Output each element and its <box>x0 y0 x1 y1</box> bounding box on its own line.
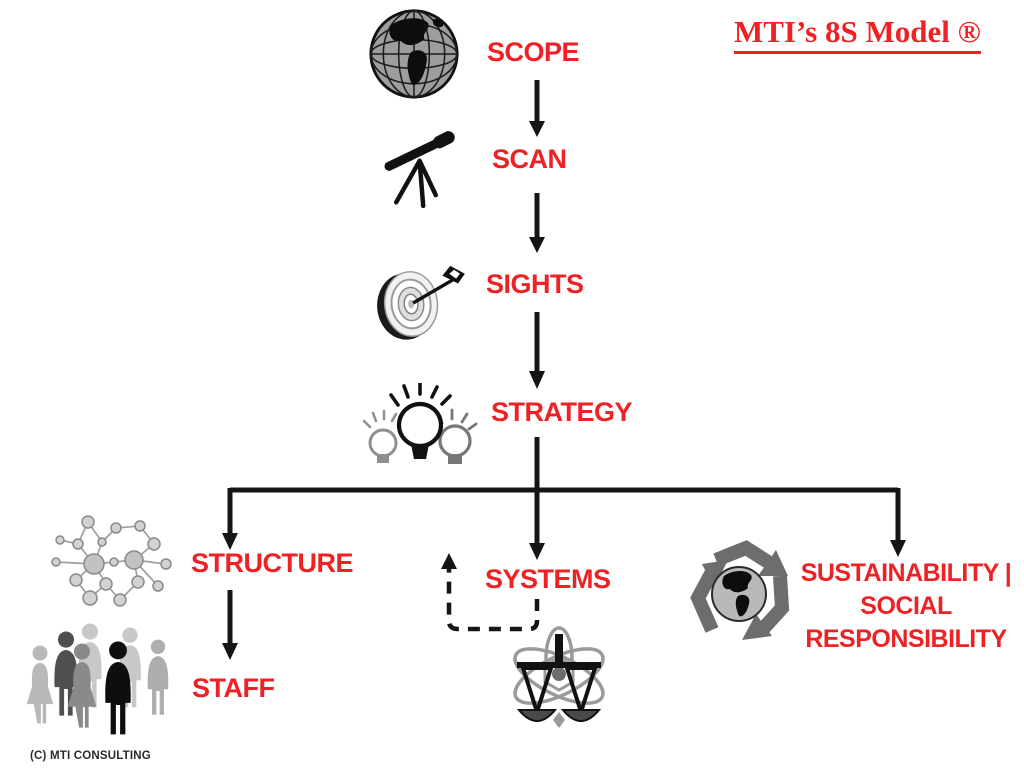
label-sustainability: SUSTAINABILITY | SOCIAL RESPONSIBILITY <box>800 559 1012 653</box>
label-strategy: STRATEGY <box>491 397 633 427</box>
people-icon <box>26 623 169 735</box>
feedback-dashed-loop <box>446 568 540 632</box>
recycle-globe-icon <box>690 540 790 640</box>
page-title: MTI’s 8S Model ® <box>734 14 981 54</box>
label-staff: STAFF <box>192 673 275 703</box>
label-scan: SCAN <box>492 144 567 174</box>
network-icon <box>51 515 172 607</box>
lightbulbs-icon <box>362 383 478 464</box>
target-icon <box>377 265 465 340</box>
globe-icon <box>369 9 459 99</box>
label-systems: SYSTEMS <box>485 564 611 594</box>
scales-atom-icon <box>513 626 605 728</box>
telescope-icon <box>384 131 455 208</box>
label-scope: SCOPE <box>487 37 580 67</box>
copyright-text: (C) MTI CONSULTING <box>30 750 151 762</box>
label-structure: STRUCTURE <box>191 548 354 578</box>
label-sights: SIGHTS <box>486 269 584 299</box>
